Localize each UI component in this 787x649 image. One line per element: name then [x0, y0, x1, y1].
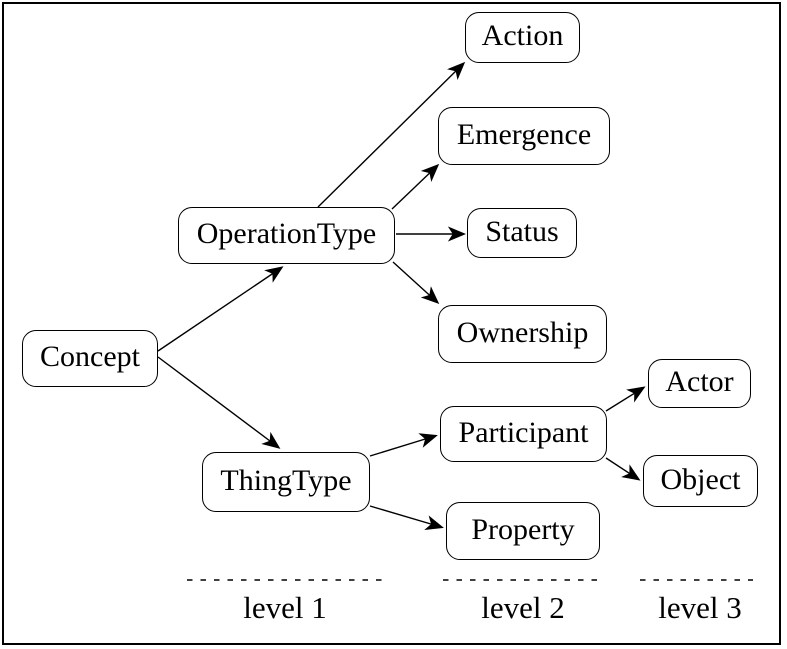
edge-thingtype-property: [369, 505, 444, 530]
level-2-label: level 2: [481, 590, 565, 625]
level-3-label: level 3: [658, 590, 742, 625]
node-object: Object: [643, 455, 758, 507]
node-emergence: Emergence: [438, 107, 610, 165]
edge-participant-actor: [605, 386, 646, 412]
node-operation-type: OperationType: [178, 207, 395, 264]
edge-participant-object: [605, 457, 641, 481]
edge-operationtype-ownership: [392, 261, 440, 305]
node-ownership: Ownership: [438, 305, 607, 363]
edge-concept-thingtype: [157, 356, 281, 449]
node-concept: Concept: [22, 330, 158, 387]
node-thing-type: ThingType: [202, 452, 370, 512]
node-property: Property: [446, 502, 600, 560]
node-action: Action: [465, 12, 580, 63]
edge-operationtype-emergence: [391, 163, 440, 210]
node-actor: Actor: [648, 359, 751, 408]
level-1-label: level 1: [243, 590, 327, 625]
edge-thingtype-participant: [369, 433, 438, 457]
edge-operationtype-action: [317, 61, 466, 208]
node-status: Status: [467, 208, 577, 258]
node-participant: Participant: [440, 406, 607, 462]
edge-concept-operationtype: [157, 266, 284, 352]
